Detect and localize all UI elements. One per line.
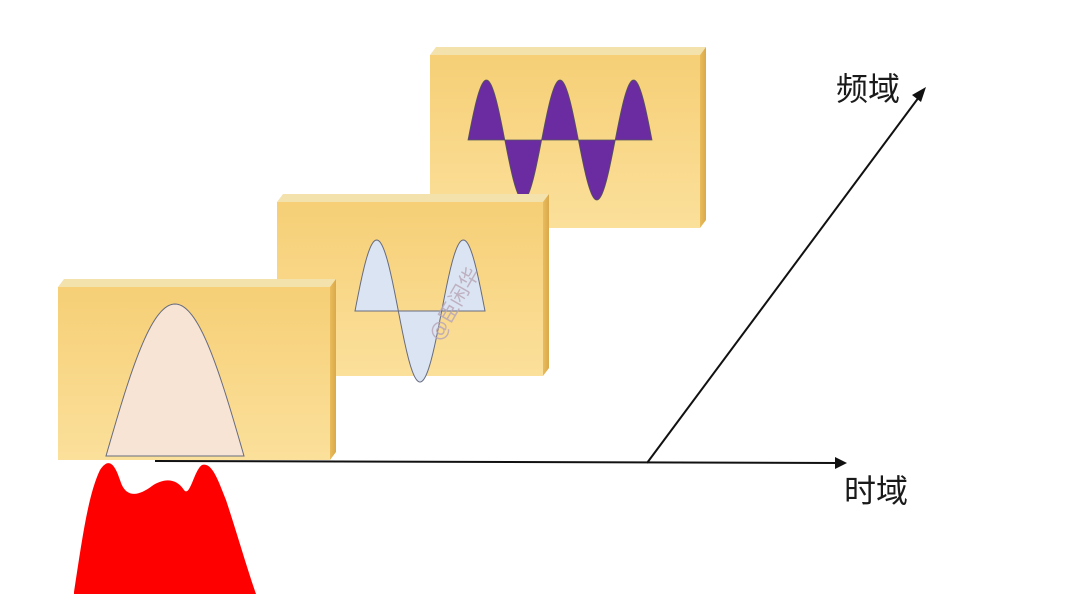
low-frequency-half-sine-wave: [105, 303, 245, 457]
high-frequency-sine-wave: [467, 79, 653, 201]
composite-time-domain-signal: [74, 463, 256, 594]
panel-low-frequency: [58, 279, 336, 460]
time-axis-arrowhead: [835, 457, 847, 469]
frequency-axis-line: [646, 92, 923, 464]
frequency-axis: [646, 87, 926, 464]
time-axis-label: 时域: [844, 472, 908, 510]
mid-frequency-sine-wave: [354, 239, 486, 383]
panel-high-frequency-top: [430, 47, 706, 55]
panel-low-frequency-top: [58, 279, 336, 287]
frequency-axis-label: 频域: [836, 70, 900, 108]
panel-high-frequency-side: [700, 47, 706, 228]
panel-mid-frequency-side: [543, 194, 549, 376]
panel-low-frequency-side: [330, 279, 336, 460]
time-axis: [154, 457, 847, 469]
time-axis-line: [154, 460, 839, 464]
panel-mid-frequency-top: [277, 194, 549, 202]
frequency-axis-arrowhead: [912, 87, 926, 102]
